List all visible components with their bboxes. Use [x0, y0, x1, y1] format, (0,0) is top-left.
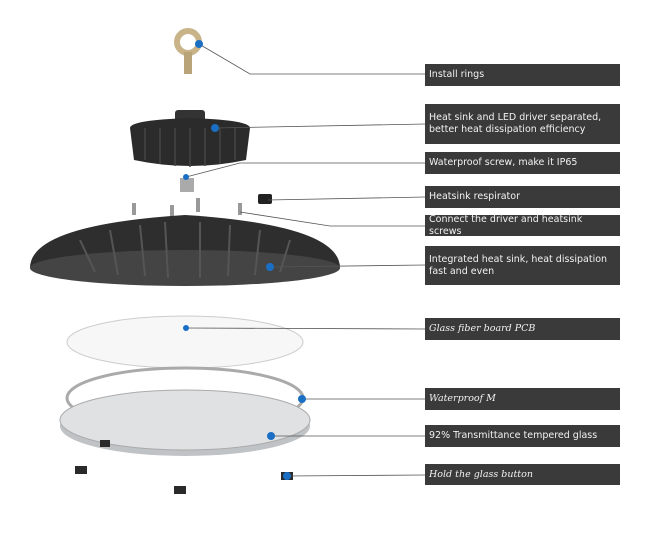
callout-dots	[183, 40, 306, 480]
leader-lines	[185, 43, 426, 477]
main-heatsink	[30, 215, 340, 286]
label-connect-screws: Connect the driver and heatsink screws	[425, 214, 620, 237]
label-waterproof-m: Waterproof M	[425, 388, 620, 410]
install-ring	[174, 28, 202, 74]
label-install-rings: Install rings	[425, 64, 620, 86]
label-tempered-glass: 92% Transmittance tempered glass	[425, 425, 620, 447]
label-glass-fiber-pcb: Glass fiber board PCB	[425, 318, 620, 340]
label-waterproof-screw: Waterproof screw, make it IP65	[425, 152, 620, 174]
screws	[132, 198, 242, 219]
label-heat-sink-driver: Heat sink and LED driver separated, bett…	[425, 104, 620, 144]
led-driver-housing	[130, 110, 250, 167]
label-glass-button: Hold the glass button	[425, 464, 620, 485]
tempered-glass	[59, 389, 311, 456]
pcb-board	[66, 315, 304, 369]
label-integrated-heat-sink: Integrated heat sink, heat dissipation f…	[425, 246, 620, 285]
label-heatsink-respirator: Heatsink respirator	[425, 186, 620, 208]
respirator	[258, 194, 272, 204]
waterproof-gland	[180, 178, 194, 192]
